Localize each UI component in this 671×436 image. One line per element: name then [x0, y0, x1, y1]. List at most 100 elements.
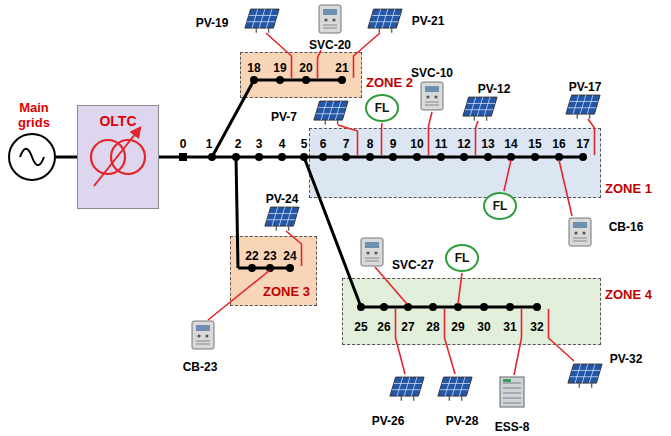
pv-icon — [390, 377, 424, 401]
leader-line — [458, 273, 462, 304]
bus-dot — [460, 153, 468, 161]
leader-line — [445, 309, 456, 374]
bus-number: 28 — [426, 320, 439, 334]
leader-line — [354, 33, 381, 78]
label-holder: 3 — [256, 134, 263, 152]
label-holder: 22 — [245, 246, 258, 264]
bus-number: 8 — [367, 137, 374, 151]
bus-number: 3 — [256, 137, 263, 151]
bus-dot — [255, 153, 263, 161]
label-holder: 20 — [299, 58, 312, 76]
bus-dot — [208, 153, 216, 161]
bus-number: 19 — [273, 61, 286, 75]
node-label: Main grids — [8, 100, 60, 130]
label-holder: 11 — [435, 134, 448, 152]
bus-dot — [429, 303, 437, 311]
label-holder: 16 — [552, 134, 565, 152]
text-holder: ZONE 2 — [366, 73, 413, 91]
zone-label: ZONE 3 — [263, 284, 310, 299]
bus-dot — [276, 76, 284, 84]
device-label: SVC-20 — [309, 38, 351, 52]
tap-changer-arrow — [94, 128, 140, 186]
bus-dot — [480, 303, 488, 311]
cb-icon — [569, 218, 591, 246]
bus-number: 4 — [279, 137, 286, 151]
text-holder: Main grids — [8, 100, 60, 131]
device-label: ESS-8 — [495, 420, 530, 434]
leader-lines — [208, 33, 595, 375]
label-holder: PV-17 — [569, 77, 602, 95]
device-label: PV-26 — [372, 414, 405, 428]
bus-dot — [232, 153, 240, 161]
bus-number: 20 — [299, 61, 312, 75]
bus-number: 13 — [481, 137, 494, 151]
pv-icon — [314, 101, 348, 125]
label-holder: CB-16 — [609, 217, 644, 235]
bus-number: 23 — [263, 249, 276, 263]
bus-dot — [300, 153, 308, 161]
node-label: OLTC — [99, 114, 136, 129]
leader-line — [476, 121, 479, 155]
label-holder: 32 — [530, 317, 543, 335]
device-label: PV-24 — [266, 192, 299, 206]
label-holder: 29 — [451, 317, 464, 335]
bus-number: 14 — [504, 137, 517, 151]
bus-dots — [208, 76, 587, 311]
label-holder: ESS-8 — [495, 417, 530, 435]
label-holder: PV-21 — [412, 11, 445, 29]
bus-dot — [250, 76, 258, 84]
fl-load-circle: FL — [445, 244, 479, 272]
zone4-feeder — [304, 157, 537, 307]
device-label: SVC-10 — [411, 66, 453, 80]
bus-dot — [248, 264, 256, 272]
fl-load-circle: FL — [365, 94, 399, 122]
bus-dot — [342, 153, 350, 161]
label-holder: 21 — [335, 58, 348, 76]
label-holder: 27 — [401, 317, 414, 335]
label-holder: 1 — [206, 134, 213, 152]
zone-box: ZONE 2 — [240, 52, 362, 98]
bus-number: 11 — [435, 137, 448, 151]
bus-dot — [380, 303, 388, 311]
label-holder: PV-7 — [271, 107, 297, 125]
label-holder: 14 — [504, 134, 517, 152]
bus-dot — [302, 76, 310, 84]
bus-number: 10 — [410, 137, 423, 151]
bus-number: 2 — [235, 137, 242, 151]
svc-icon — [361, 238, 383, 266]
label-holder: 24 — [283, 246, 296, 264]
text-holder: ZONE 4 — [605, 285, 652, 303]
zone-box: ZONE 3 — [230, 236, 317, 306]
zone-label: ZONE 1 — [605, 181, 652, 196]
label-holder: SVC-10 — [411, 63, 453, 81]
label-holder: 4 — [279, 134, 286, 152]
device-label: PV-21 — [412, 14, 445, 28]
bus-dot — [338, 76, 346, 84]
bus-number: 17 — [576, 137, 589, 151]
label-holder: PV-24 — [266, 189, 299, 207]
label-holder: 5 — [301, 134, 308, 152]
label-holder: 19 — [273, 58, 286, 76]
pv-icon — [438, 377, 472, 401]
label-holder: PV-26 — [372, 411, 405, 429]
leader-line — [429, 112, 433, 155]
bus-number: 5 — [301, 137, 308, 151]
bus-number: 30 — [477, 320, 490, 334]
bus-dot — [357, 303, 365, 311]
load-label: FL — [455, 251, 470, 266]
bus-dot — [278, 153, 286, 161]
bus-number: 9 — [390, 137, 397, 151]
bus-number: 31 — [503, 320, 516, 334]
fl-load-circle: FL — [483, 192, 517, 220]
bus-dot — [484, 153, 492, 161]
bus-number: 24 — [283, 249, 296, 263]
bus-number: 22 — [245, 249, 258, 263]
device-label: PV-19 — [196, 16, 229, 30]
slack-bus — [179, 153, 187, 161]
bus-number: 12 — [457, 137, 470, 151]
bus-number: 26 — [377, 320, 390, 334]
bus-dot — [437, 153, 445, 161]
bus-dot — [404, 303, 412, 311]
device-label: PV-17 — [569, 80, 602, 94]
